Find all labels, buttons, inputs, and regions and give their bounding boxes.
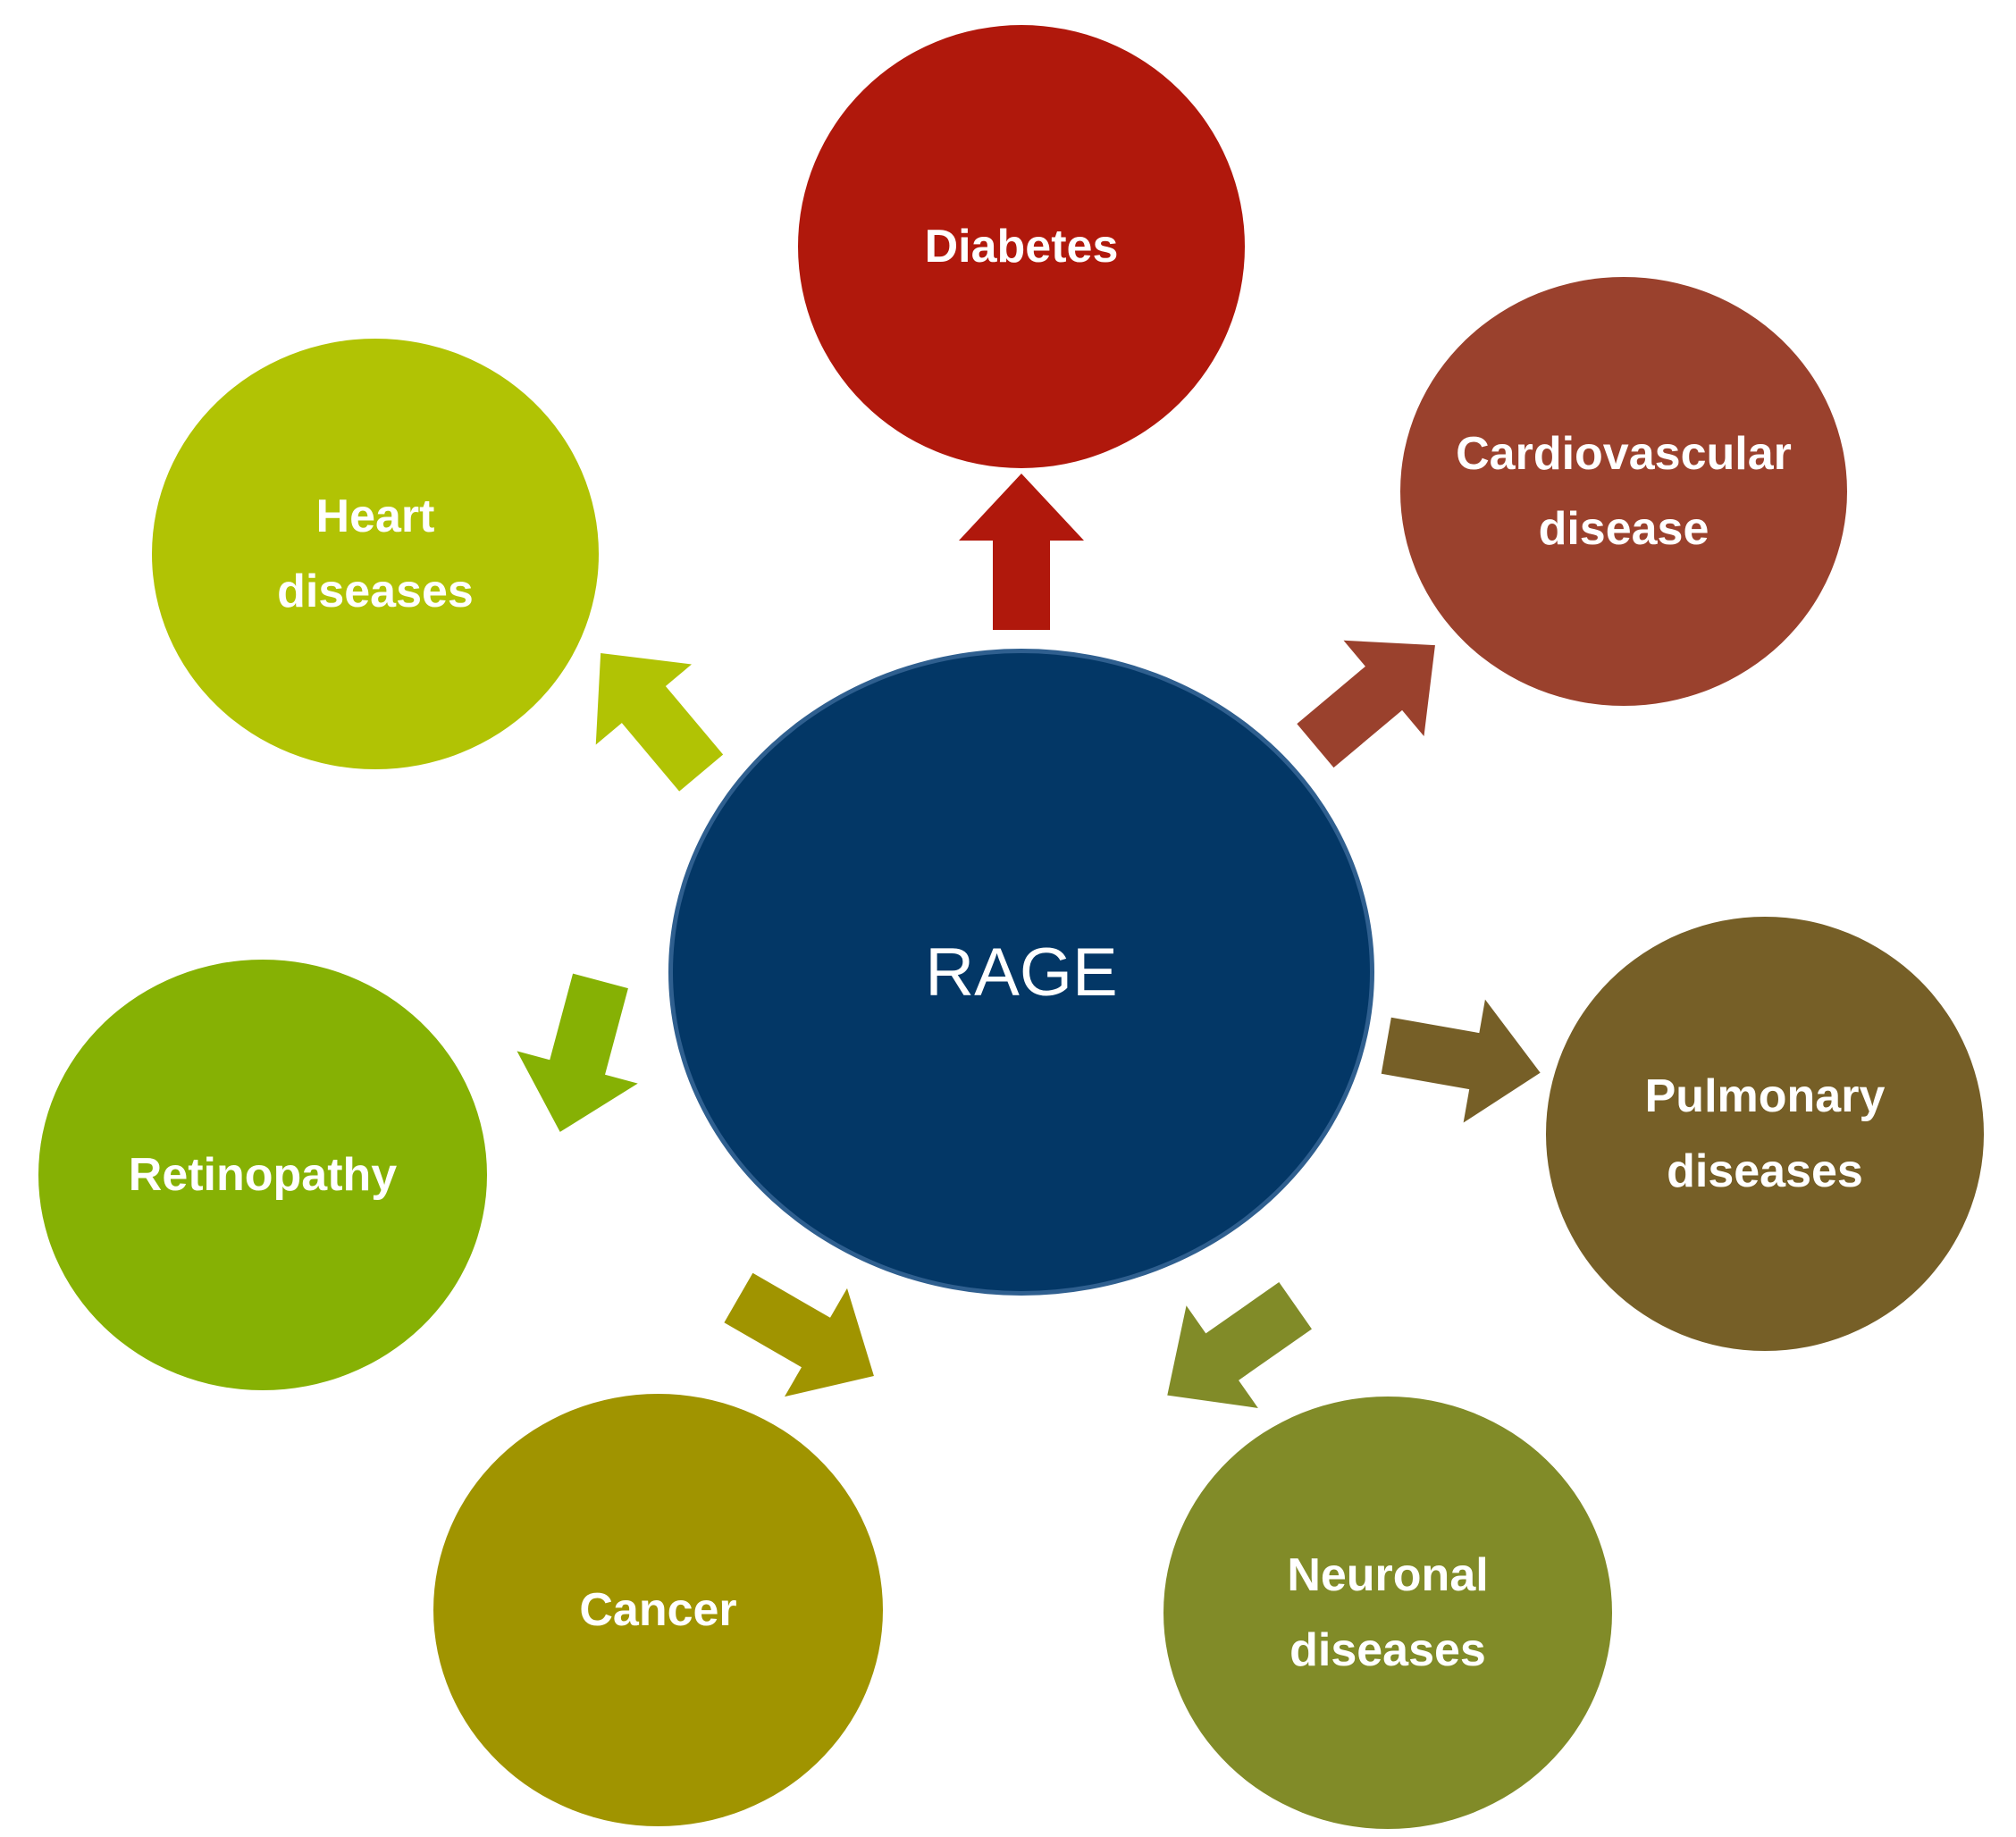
node-retinopathy-label: Retinopathy [128, 1149, 398, 1201]
node-cancer: Cancer [433, 1394, 883, 1826]
node-diabetes-label: Diabetes [924, 221, 1119, 273]
arrow-to-retinopathy-icon [517, 973, 638, 1132]
arrow-to-heart-icon [595, 653, 724, 792]
node-cardiovascular-disease: Cardiovascular disease [1400, 277, 1847, 706]
node-cancer-label: Cancer [579, 1584, 737, 1636]
node-neuronal-diseases-label: Neuronal diseases [1287, 1549, 1489, 1676]
node-diabetes: Diabetes [798, 25, 1245, 468]
arrow-to-neuronal-icon [1167, 1282, 1312, 1408]
arrow-to-cardiovascular-icon [1297, 640, 1435, 768]
node-neuronal-diseases: Neuronal diseases [1163, 1397, 1612, 1829]
arrow-to-diabetes-icon [959, 474, 1084, 630]
node-retinopathy: Retinopathy [38, 960, 487, 1390]
node-heart-diseases-label: Heart diseases [277, 491, 474, 617]
node-pulmonary-diseases: Pulmonary diseases [1546, 917, 1984, 1351]
node-pulmonary-diseases-label: Pulmonary diseases [1644, 1070, 1886, 1197]
node-heart-diseases: Heart diseases [152, 339, 599, 769]
rage-center-circle: RAGE [668, 649, 1374, 1296]
arrow-to-cancer-icon [724, 1272, 874, 1397]
arrow-to-pulmonary-icon [1381, 999, 1541, 1123]
node-cardiovascular-disease-label: Cardiovascular disease [1456, 428, 1792, 555]
rage-label: RAGE [925, 934, 1118, 1011]
